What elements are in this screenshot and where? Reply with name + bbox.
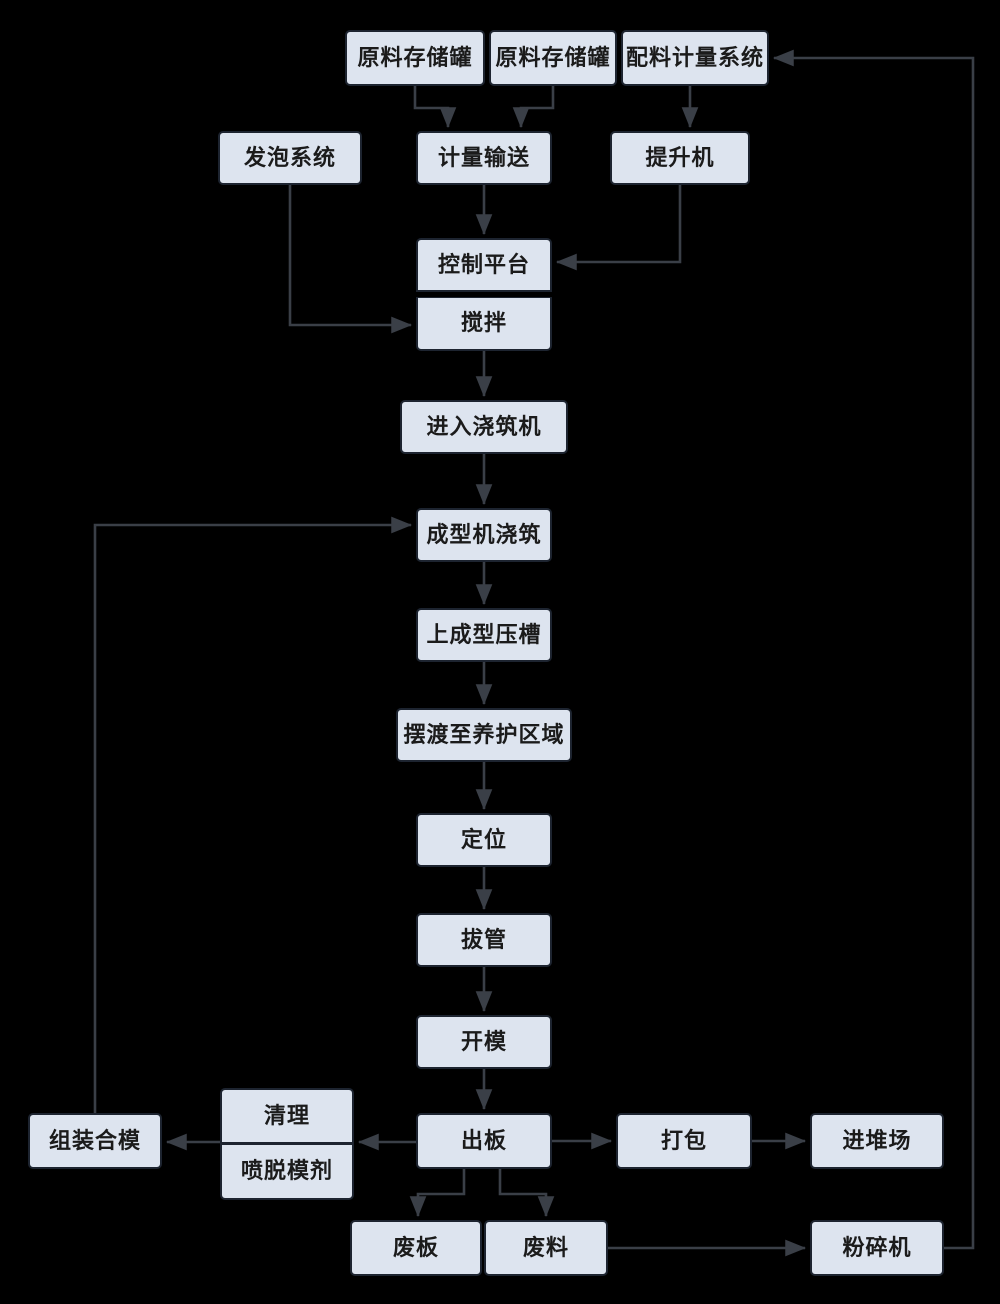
node-raw-material-storage-tank-2[interactable]: 原料存储罐: [489, 30, 617, 86]
edge-assemble-to-moldcast: [93, 516, 413, 1113]
edge-raw2-to-meterfeed: [512, 86, 555, 129]
node-enter-casting-machine[interactable]: 进入浇筑机: [400, 400, 568, 454]
node-cleaning[interactable]: 清理: [220, 1088, 354, 1144]
node-demolding[interactable]: 开模: [416, 1015, 552, 1069]
node-forming-machine-casting[interactable]: 成型机浇筑: [416, 508, 552, 562]
node-upper-forming-groove-press[interactable]: 上成型压槽: [416, 608, 552, 662]
node-pipe-pulling[interactable]: 拔管: [416, 913, 552, 967]
node-control-platform[interactable]: 控制平台: [416, 238, 552, 292]
node-assemble-mold[interactable]: 组装合模: [28, 1113, 162, 1169]
edge-crusher-to-batch: [772, 49, 975, 1250]
node-spray-release-agent[interactable]: 喷脱模剂: [220, 1144, 354, 1200]
node-foaming-system[interactable]: 发泡系统: [218, 131, 362, 185]
edge-boardout-to-wasteboard: [409, 1169, 466, 1218]
edge-hoist-to-ctrl: [555, 185, 682, 271]
node-batching-metering-system[interactable]: 配料计量系统: [621, 30, 769, 86]
node-mixing[interactable]: 搅拌: [416, 297, 552, 351]
node-enter-stockyard[interactable]: 进堆场: [810, 1113, 944, 1169]
node-waste-board[interactable]: 废板: [350, 1220, 482, 1276]
node-positioning[interactable]: 定位: [416, 813, 552, 867]
edge-raw1-to-meterfeed: [413, 86, 457, 129]
edge-boardout-to-wastemat: [498, 1169, 555, 1218]
node-ferry-to-curing-area[interactable]: 摆渡至养护区域: [396, 708, 572, 762]
edge-foam-to-mixing: [288, 185, 413, 334]
node-board-output[interactable]: 出板: [416, 1113, 552, 1169]
node-crusher[interactable]: 粉碎机: [810, 1220, 944, 1276]
node-packing[interactable]: 打包: [616, 1113, 752, 1169]
node-hoist[interactable]: 提升机: [610, 131, 750, 185]
node-metering-conveying[interactable]: 计量输送: [416, 131, 552, 185]
node-raw-material-storage-tank-1[interactable]: 原料存储罐: [345, 30, 485, 86]
node-waste-material[interactable]: 废料: [484, 1220, 608, 1276]
